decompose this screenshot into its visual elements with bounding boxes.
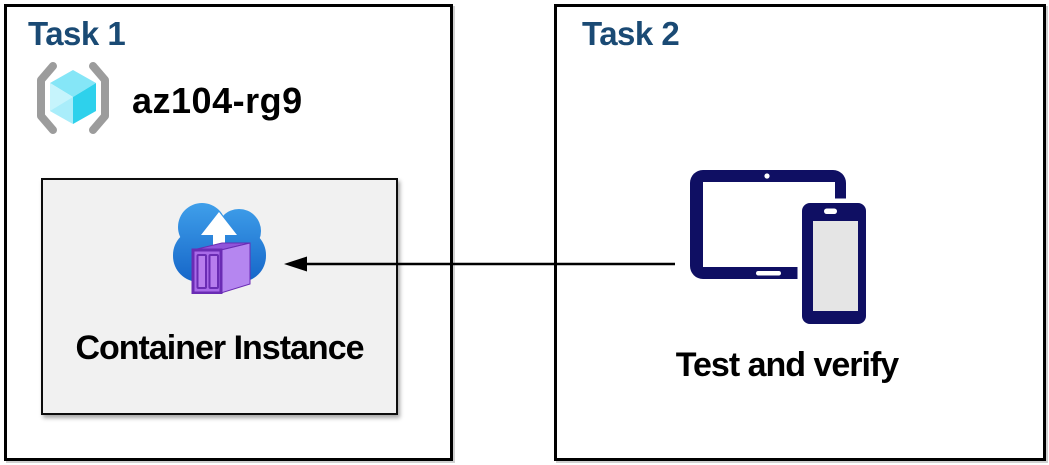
task2-title: Task 2 bbox=[582, 15, 680, 52]
resource-group-row: az104-rg9 bbox=[32, 61, 303, 140]
tablet-and-phone-devices-icon bbox=[684, 165, 872, 338]
container-instances-icon bbox=[169, 199, 271, 299]
container-instance-box: Container Instance bbox=[41, 178, 398, 415]
task2-caption: Test and verify bbox=[675, 346, 899, 384]
resource-group-name: az104-rg9 bbox=[132, 79, 303, 121]
arrow-devices-to-container bbox=[284, 256, 675, 272]
task2-box: Task 2 Test and verify bbox=[554, 4, 1046, 461]
task1-title: Task 1 bbox=[28, 15, 126, 52]
task1-box: Task 1 az104-rg9 bbox=[4, 4, 453, 461]
container-instance-label: Container Instance bbox=[75, 329, 364, 367]
resource-group-icon bbox=[32, 61, 114, 140]
